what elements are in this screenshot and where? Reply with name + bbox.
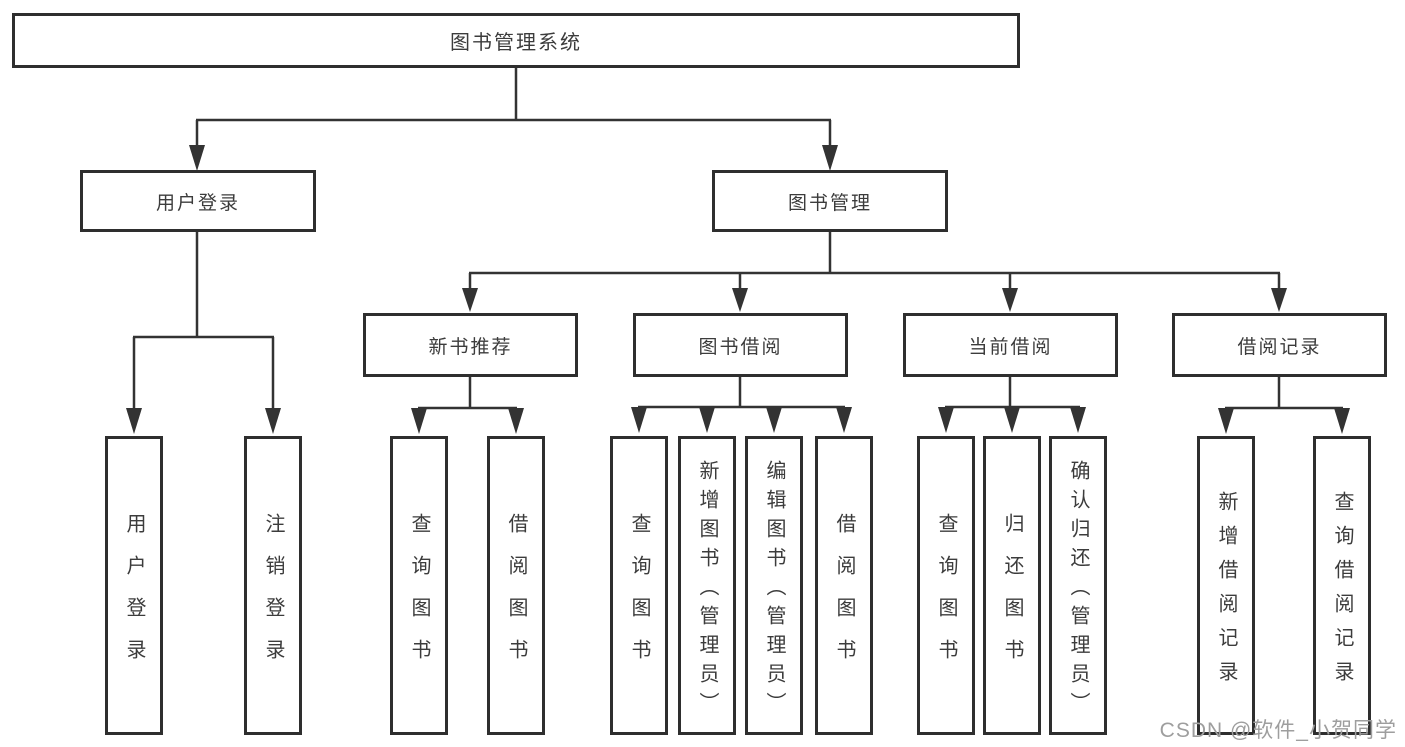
leaf-query-borrow-record: 查询借阅记录 [1313,436,1371,735]
leaf-logout: 注销登录 [244,436,302,735]
leaf-confirm-return-admin: 确认归还（管理员） [1049,436,1107,735]
leaf-return-books: 归还图书 [983,436,1041,735]
node-current-borrow: 当前借阅 [903,313,1118,377]
leaf-add-borrow-record: 新增借阅记录 [1197,436,1255,735]
leaf-edit-book-admin: 编辑图书（管理员） [745,436,803,735]
node-user-login: 用户登录 [80,170,316,232]
leaf-query-books-current: 查询图书 [917,436,975,735]
leaf-query-books-recommend: 查询图书 [390,436,448,735]
node-new-book-recommend: 新书推荐 [363,313,578,377]
node-root: 图书管理系统 [12,13,1020,68]
leaf-add-book-admin: 新增图书（管理员） [678,436,736,735]
node-book-borrow: 图书借阅 [633,313,848,377]
watermark: CSDN @软件_小贺同学 [1159,719,1397,742]
node-borrow-records: 借阅记录 [1172,313,1387,377]
leaf-user-login: 用户登录 [105,436,163,735]
leaf-borrow-books-recommend: 借阅图书 [487,436,545,735]
node-book-management: 图书管理 [712,170,948,232]
leaf-borrow-books: 借阅图书 [815,436,873,735]
leaf-query-books-borrow: 查询图书 [610,436,668,735]
